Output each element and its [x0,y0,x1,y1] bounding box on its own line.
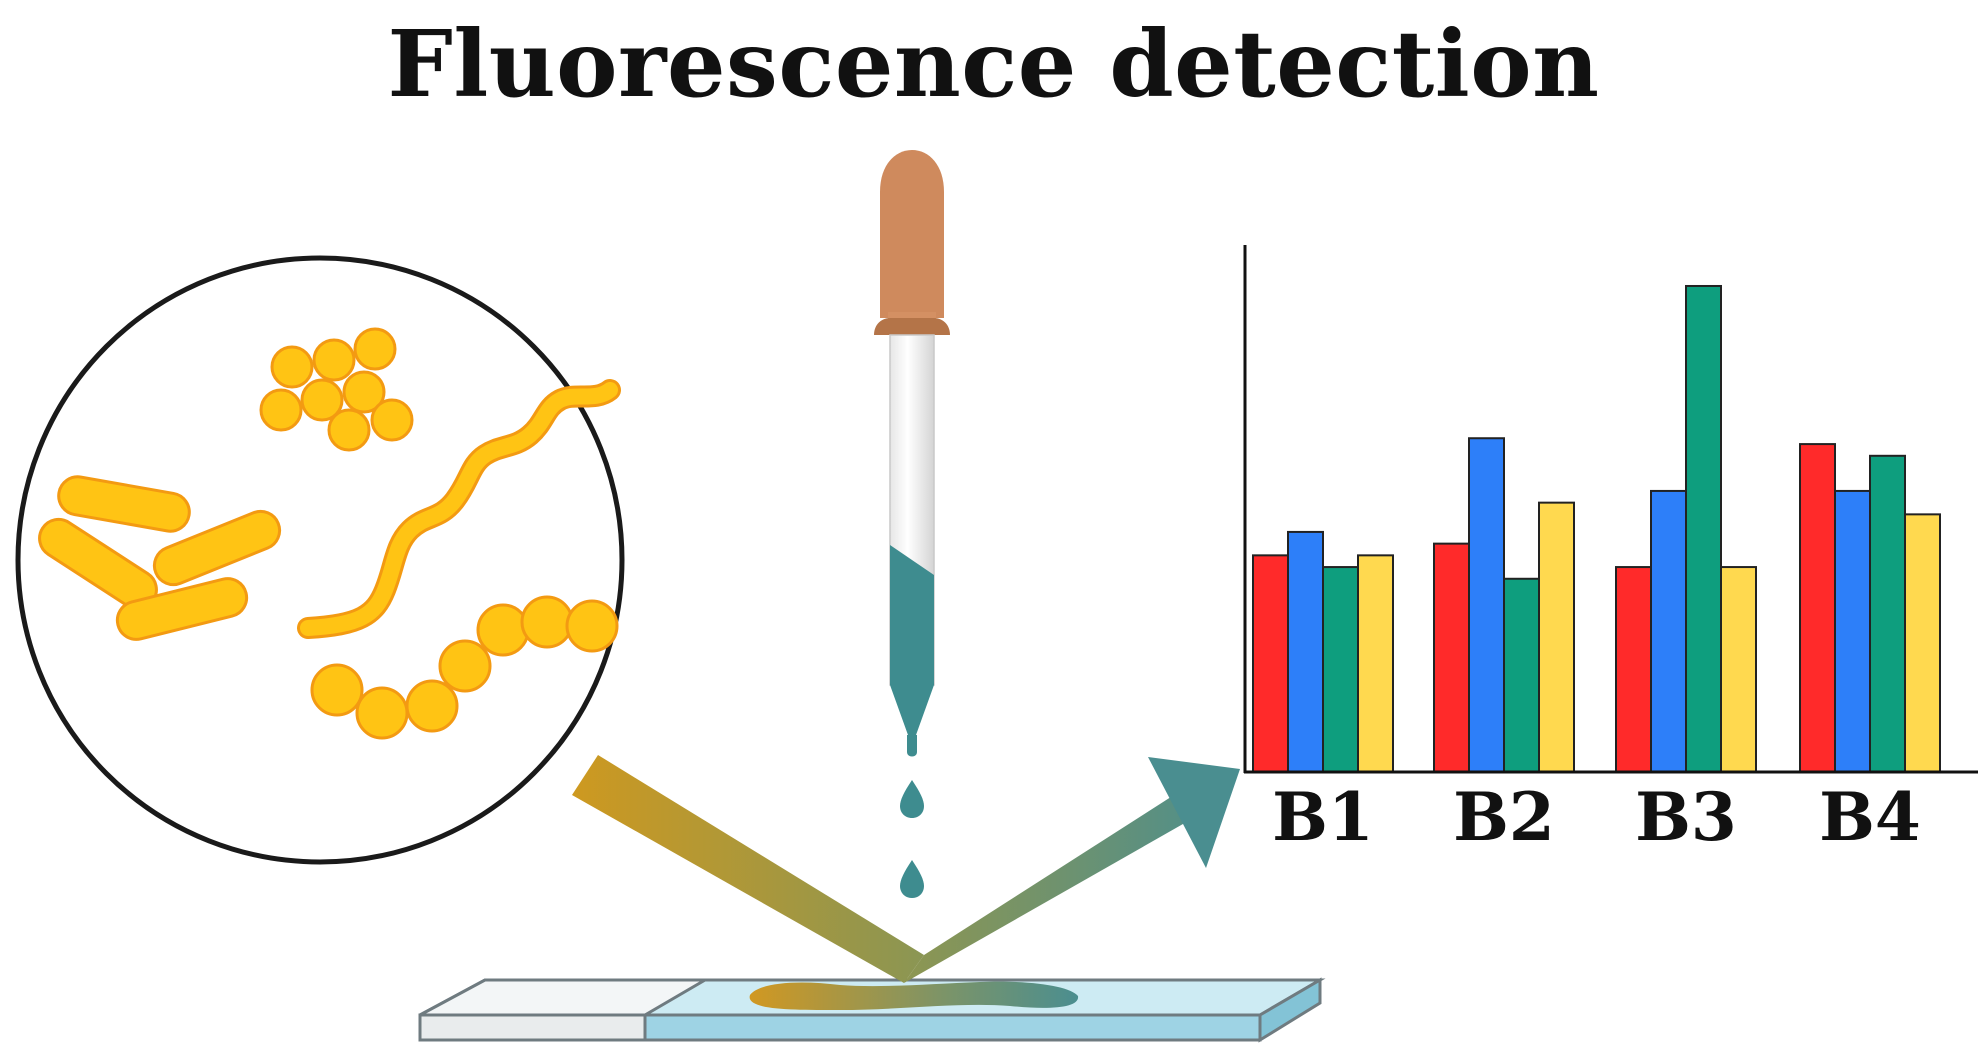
bar-b3-series-1 [1615,566,1652,773]
bar-b3-series-4 [1720,566,1757,773]
bar-b4-series-1 [1799,443,1836,773]
bar-b1-series-2 [1287,530,1324,774]
category-label-b3: B3 [1635,778,1737,856]
sample-smear [749,981,1079,1010]
bar-b3-series-2 [1650,489,1687,773]
arrow-icon [572,755,1240,983]
bar-b4-series-4 [1904,513,1941,773]
bar-b4-series-3 [1869,454,1906,773]
category-label-b1: B1 [1272,778,1374,856]
category-label-b4: B4 [1819,778,1921,856]
bacteria [38,327,621,740]
bar-b4-series-2 [1834,489,1871,773]
bar-chart: B1 B2 B3 B4 [1243,245,1978,856]
page-title: Fluorescence detection [387,10,1600,118]
bar-b2-series-4 [1538,501,1575,773]
dropper-icon [874,150,950,898]
category-label-b2: B2 [1453,778,1555,856]
bar-b2-series-3 [1503,577,1540,773]
bar-b1-series-3 [1322,566,1359,773]
bar-b1-series-1 [1252,554,1289,773]
bar-b1-series-4 [1357,554,1394,773]
magnifier-circle [15,255,625,865]
bar-b2-series-1 [1433,542,1470,774]
bar-b3-series-3 [1685,284,1722,773]
bar-b2-series-2 [1468,437,1505,773]
